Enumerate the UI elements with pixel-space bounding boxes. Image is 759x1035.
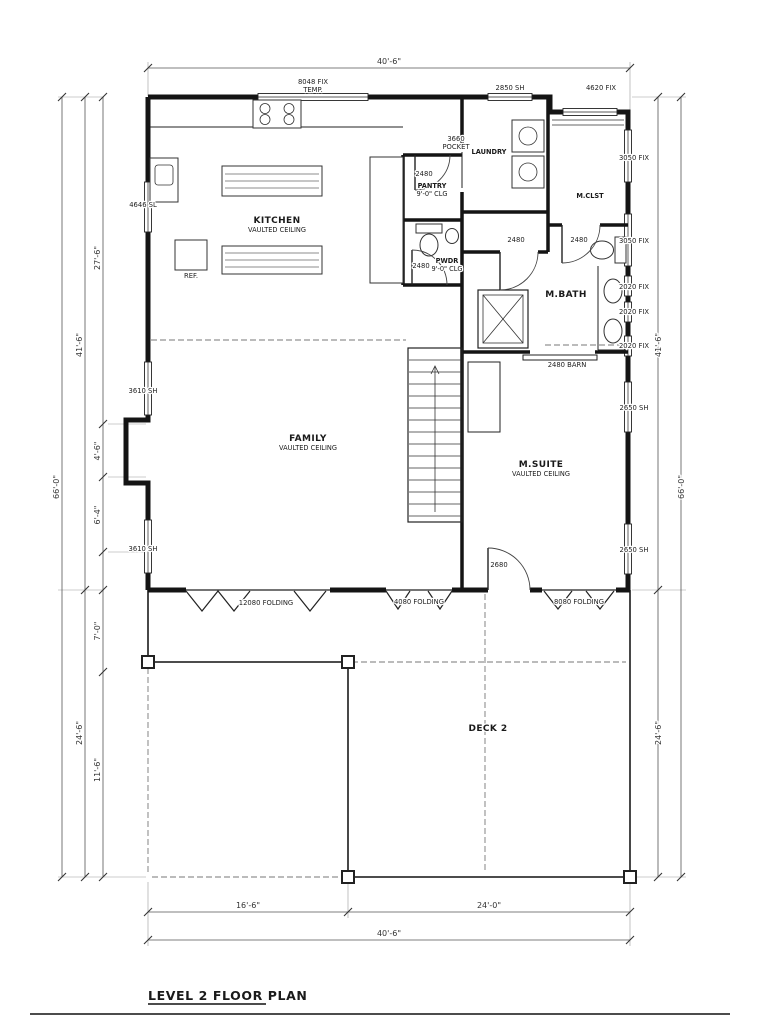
dim-right-upper: 41'-6" xyxy=(654,333,663,357)
kitchen-counter-right xyxy=(369,156,404,284)
dim-right-lower: 24'-6" xyxy=(654,721,663,745)
refrigerator xyxy=(174,239,208,271)
label-family-clg: VAULTED CEILING xyxy=(279,444,337,452)
label-window-4620: 4620 FIX xyxy=(586,84,616,92)
dim-left-upper: 41'-6" xyxy=(75,333,84,357)
label-window-4646: 4646 SL xyxy=(129,201,157,209)
ceiling-break-lines xyxy=(151,339,622,346)
label-folding-4080: 4080 FOLDING xyxy=(394,598,444,606)
dim-left-overall: 66'-0" xyxy=(52,475,61,499)
deck-post xyxy=(341,655,355,669)
label-window-2020-b: 2020 FIX xyxy=(619,308,649,316)
label-pocket-type: POCKET xyxy=(442,143,470,151)
bath-fixtures xyxy=(415,223,627,351)
label-kitchen: KITCHEN xyxy=(253,216,300,226)
kitchen-fixtures xyxy=(149,99,404,284)
folding-door-12080 xyxy=(185,590,251,612)
dim-bottom-overall: 40'-6" xyxy=(377,929,401,938)
dim-bottom-left: 16'-6" xyxy=(236,901,260,910)
linen-closet xyxy=(467,361,501,433)
label-window-8048-note: TEMP. xyxy=(302,86,323,94)
range-cooktop xyxy=(252,99,302,129)
label-pantry-door: 2480 xyxy=(415,170,432,178)
label-window-2650-b: 2650 SH xyxy=(620,546,649,554)
dim-seg-4-6: 4'-6" xyxy=(93,442,102,461)
label-mclst: M.CLST xyxy=(576,192,604,200)
deck-post xyxy=(141,655,155,669)
label-pwdr-door: 2480 xyxy=(412,262,429,270)
deck-structure xyxy=(141,590,637,884)
label-mbath: M.BATH xyxy=(545,290,587,300)
label-window-2020-a: 2020 FIX xyxy=(619,283,649,291)
label-barn-door: 2480 BARN xyxy=(548,361,587,369)
dim-seg-11-6: 11'-6" xyxy=(93,758,102,782)
dim-seg-7-0: 7'-0" xyxy=(93,622,102,641)
label-window-2020-c: 2020 FIX xyxy=(619,342,649,350)
washer xyxy=(511,119,545,153)
title-block: LEVEL 2 FLOOR PLAN xyxy=(30,987,730,1015)
label-pocket-size: 3660 xyxy=(447,135,464,143)
bath-sink-1 xyxy=(603,278,623,304)
label-pantry: PANTRY xyxy=(418,182,447,190)
label-window-2850: 2850 SH xyxy=(496,84,525,92)
dim-seg-6-4: 6'-4" xyxy=(93,506,102,525)
label-window-3050-b: 3050 FIX xyxy=(619,237,649,245)
label-window-2650-a: 2650 SH xyxy=(620,404,649,412)
label-kitchen-clg: VAULTED CEILING xyxy=(248,226,306,234)
doors-group xyxy=(185,152,615,612)
sheet-title: LEVEL 2 FLOOR PLAN xyxy=(148,988,307,1003)
label-deck-door: 2680 xyxy=(490,561,507,569)
label-folding-12080: 12080 FOLDING xyxy=(239,599,293,607)
stairs xyxy=(407,347,501,523)
toilet-tank-pwdr xyxy=(415,223,443,234)
dim-right-overall: 66'-0" xyxy=(677,475,686,499)
dryer xyxy=(511,155,545,189)
label-window-3050-a: 3050 FIX xyxy=(619,154,649,162)
bath-sink-2 xyxy=(603,318,623,344)
labels: 40'-6" 16'-6" 24'-0" 40'-6" 66'-0" 41'-6… xyxy=(51,56,687,939)
label-msuite: M.SUITE xyxy=(519,460,564,470)
deck-post xyxy=(341,870,355,884)
windows-group xyxy=(144,93,632,575)
barn-door-panel xyxy=(522,354,598,361)
dim-seg-27-6: 27'-6" xyxy=(93,246,102,270)
deck-post xyxy=(623,870,637,884)
label-ref: REF. xyxy=(184,272,198,280)
dim-top-overall: 40'-6" xyxy=(377,57,401,66)
dim-left-lower: 24'-6" xyxy=(75,721,84,745)
label-family: FAMILY xyxy=(289,434,327,444)
label-window-3610-a: 3610 SH xyxy=(129,387,158,395)
toilet-tank-mbath xyxy=(614,236,627,264)
label-deck2: DECK 2 xyxy=(469,724,508,734)
dim-bottom-right: 24'-0" xyxy=(477,901,501,910)
folding-door-4080 xyxy=(385,590,411,611)
label-window-8048: 8048 FIX xyxy=(298,78,328,86)
label-pwdr-clg: 9'-0" CLG xyxy=(431,265,462,273)
label-window-3610-b: 3610 SH xyxy=(129,545,158,553)
label-hall-door: 2480 xyxy=(507,236,524,244)
pwdr-sink xyxy=(445,228,459,244)
label-closet-door: 2480 xyxy=(570,236,587,244)
label-msuite-clg: VAULTED CEILING xyxy=(512,470,570,478)
toilet-pwdr xyxy=(419,233,439,257)
dimension-lines xyxy=(57,62,686,946)
laundry-fixtures xyxy=(511,119,624,189)
folding-door-8080 xyxy=(543,590,573,610)
label-pantry-clg: 9'-0" CLG xyxy=(416,190,447,198)
label-pwdr: PWDR xyxy=(436,257,459,265)
label-folding-8080: 8080 FOLDING xyxy=(554,598,604,606)
label-laundry: LAUNDRY xyxy=(472,148,507,156)
toilet-mbath xyxy=(590,240,614,260)
